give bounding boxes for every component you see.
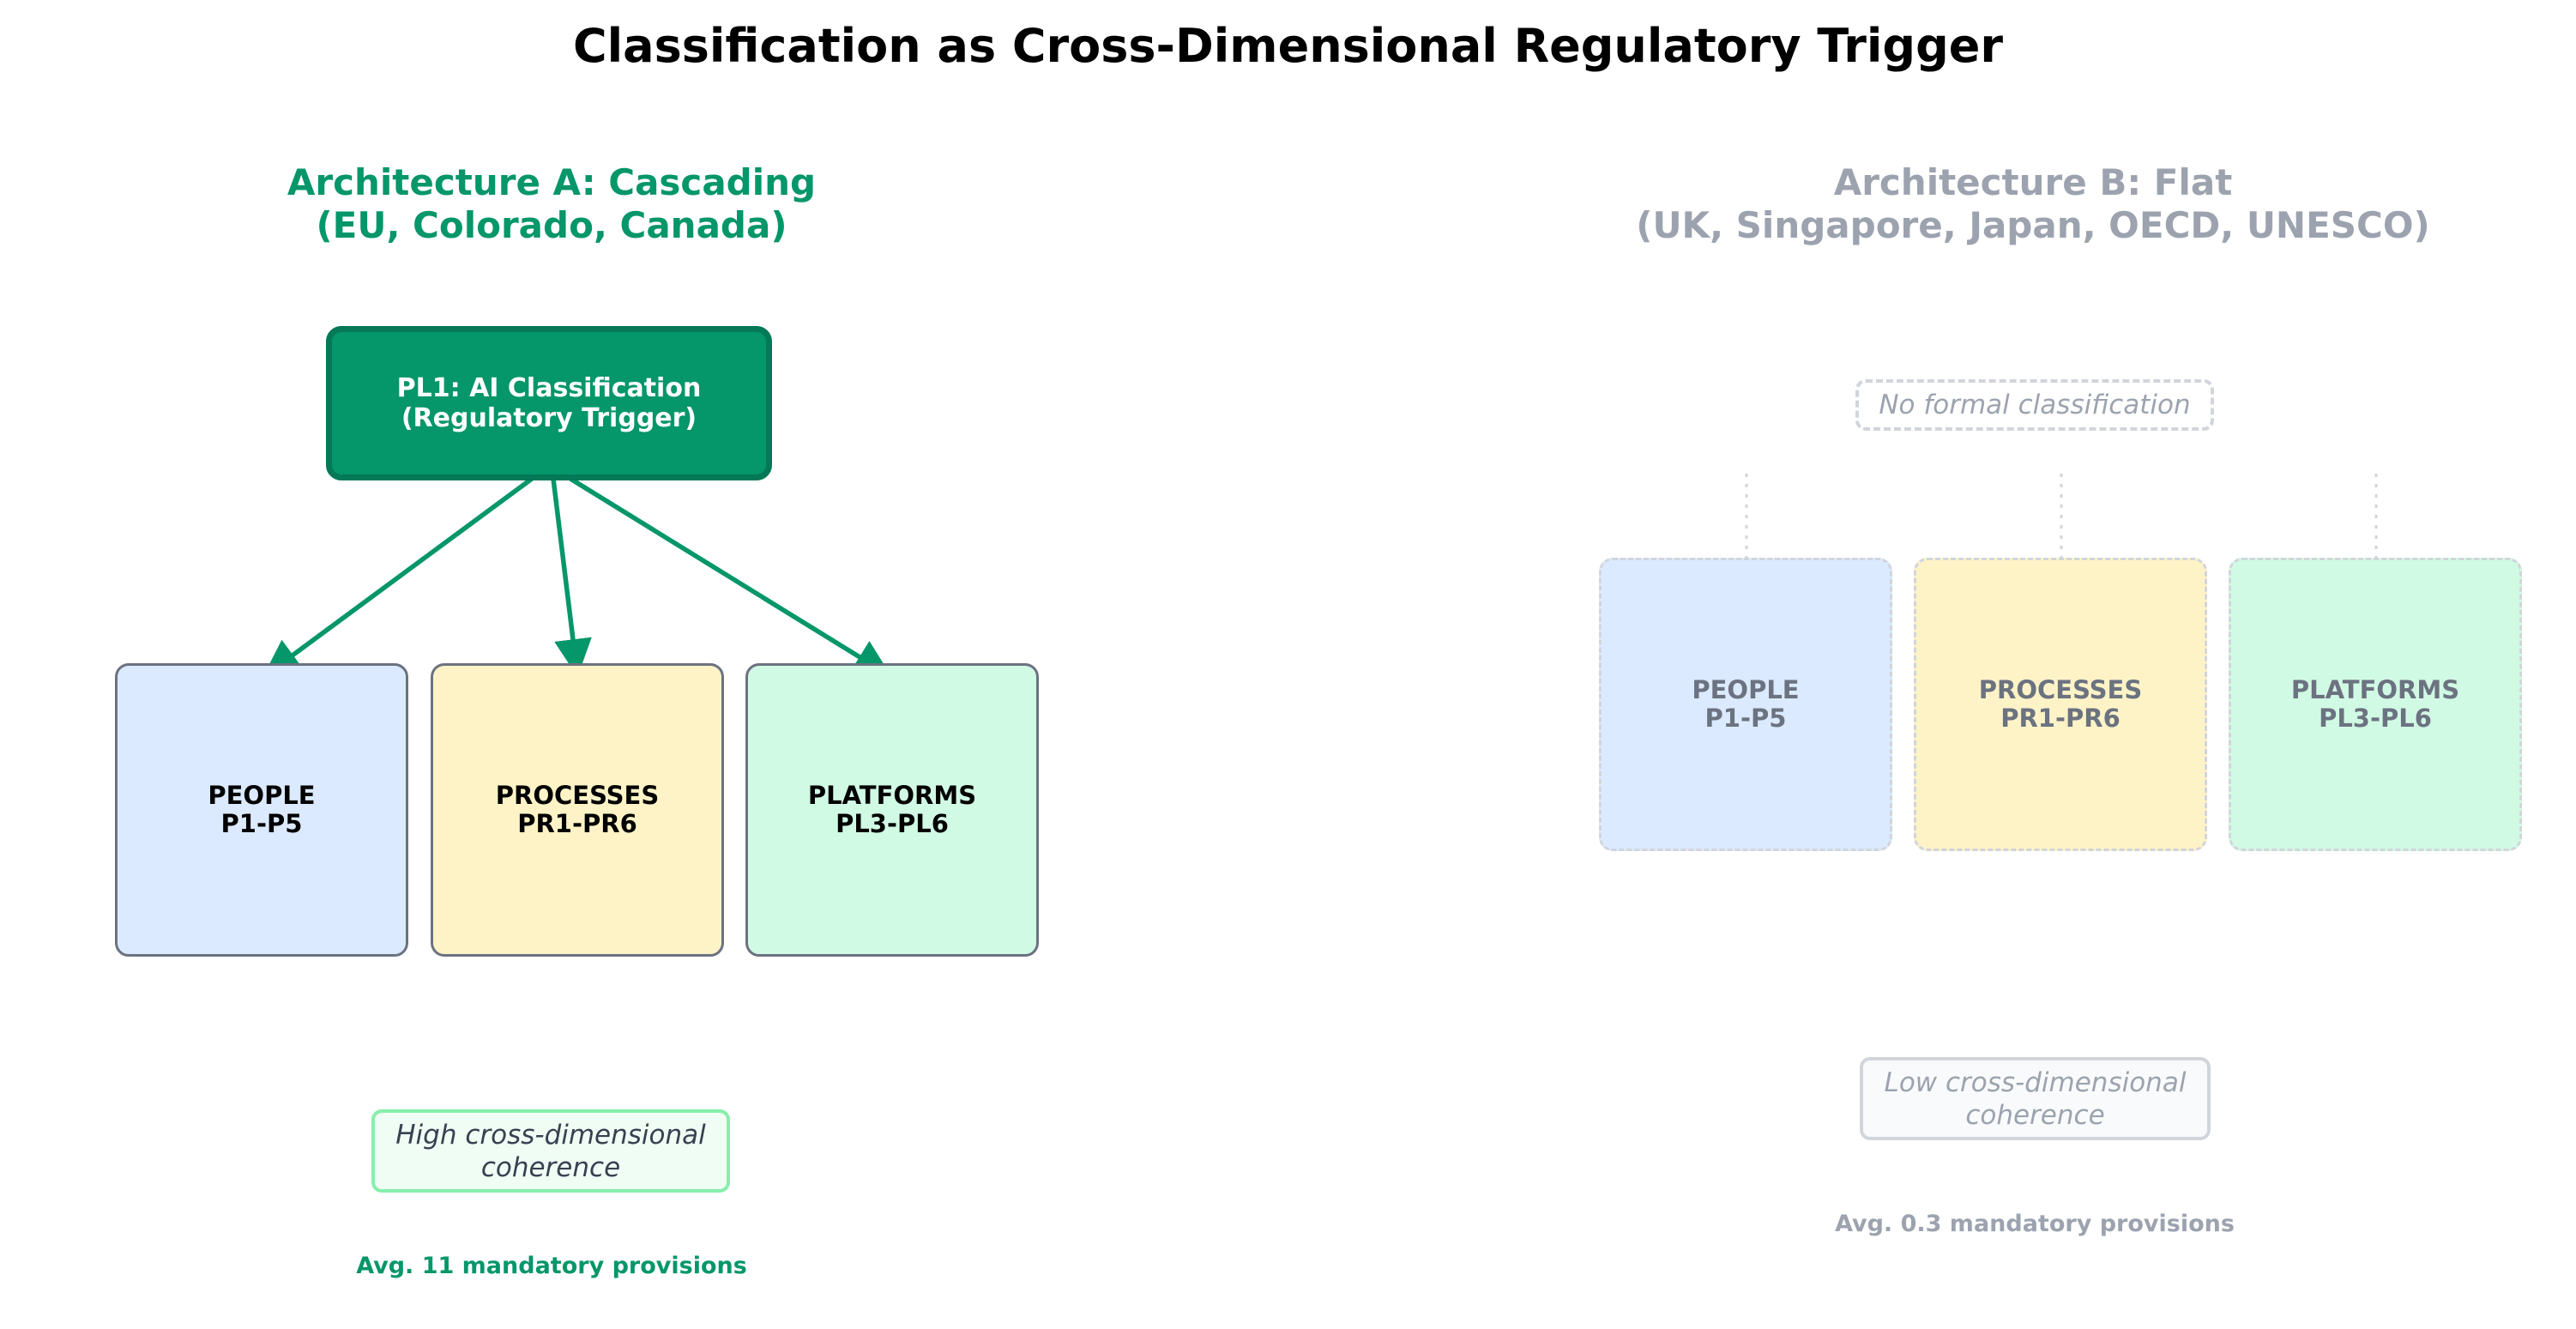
processes-box-b: PROCESSES PR1-PR6 bbox=[1914, 558, 2207, 851]
arrow-to-processes bbox=[551, 478, 592, 677]
arrow-to-platforms bbox=[569, 476, 892, 677]
provisions-label-a: Avg. 11 mandatory provisions bbox=[356, 1253, 747, 1279]
provisions-label-b: Avg. 0.3 mandatory provisions bbox=[1835, 1211, 2235, 1237]
architecture-a-title: Architecture A: Cascading (EU, Colorado,… bbox=[287, 161, 817, 246]
coherence-label-a: High cross-dimensional coherence bbox=[371, 1109, 730, 1193]
platforms-box-a: PLATFORMS PL3-PL6 bbox=[745, 663, 1039, 957]
people-box-b: PEOPLE P1-P5 bbox=[1599, 558, 1892, 851]
arrow-to-people bbox=[262, 476, 534, 678]
no-classification-label: No formal classification bbox=[1855, 379, 2214, 431]
page-title: Classification as Cross-Dimensional Regu… bbox=[573, 19, 2003, 73]
architecture-b-title: Architecture B: Flat (UK, Singapore, Jap… bbox=[1636, 161, 2430, 246]
people-box-a: PEOPLE P1-P5 bbox=[115, 663, 408, 957]
coherence-label-b: Low cross-dimensional coherence bbox=[1860, 1057, 2211, 1140]
classification-trigger-box: PL1: AI Classification (Regulatory Trigg… bbox=[326, 326, 772, 480]
processes-box-a: PROCESSES PR1-PR6 bbox=[431, 663, 724, 957]
platforms-box-b: PLATFORMS PL3-PL6 bbox=[2229, 558, 2522, 851]
